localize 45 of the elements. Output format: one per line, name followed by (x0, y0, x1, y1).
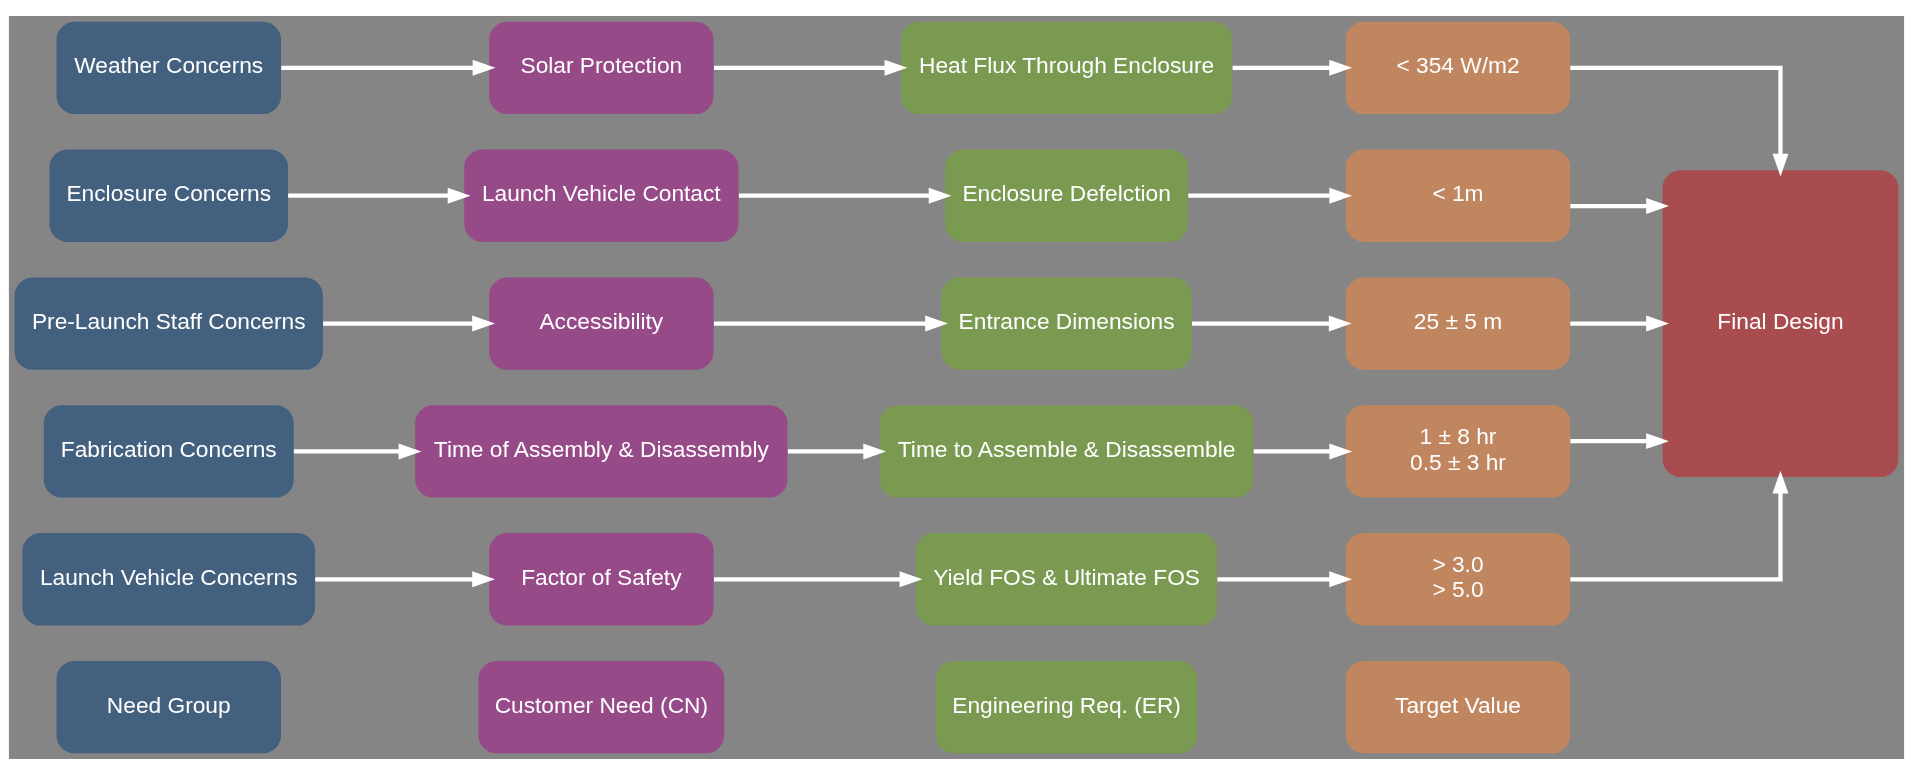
node-box: Pre-Launch Staff Concerns (14, 277, 323, 370)
node-box: Heat Flux Through Enclosure (901, 21, 1233, 114)
node-box: 25 ± 5 m (1345, 277, 1571, 370)
arrow (1570, 198, 1669, 214)
node-box: Solar Protection (489, 21, 714, 114)
arrow (713, 571, 923, 588)
arrow (1570, 65, 1789, 177)
node-box: Enclosure Concerns (49, 149, 289, 242)
arrow (1253, 443, 1353, 460)
arrow (1192, 315, 1352, 332)
node-box: Target Value (1345, 661, 1571, 754)
arrow (293, 443, 422, 460)
node-box: Final Design (1662, 170, 1899, 477)
arrow (1217, 571, 1353, 588)
node-box: Fabrication Concerns (43, 405, 294, 498)
node-box: 1 ± 8 hr 0.5 ± 3 hr (1345, 405, 1571, 498)
node-box: Engineering Req. (ER) (935, 661, 1198, 754)
arrow (281, 59, 496, 76)
node-box: Factor of Safety (489, 533, 714, 626)
node-box: Accessibility (489, 277, 714, 370)
arrow (1232, 59, 1353, 76)
node-box: Launch Vehicle Contact (464, 149, 739, 242)
node-box: Enclosure Defelction (945, 149, 1189, 242)
arrow (787, 443, 887, 460)
arrow (739, 187, 952, 204)
node-box: Customer Need (CN) (478, 661, 725, 754)
arrow (713, 59, 908, 76)
arrow (315, 571, 495, 588)
arrow (713, 315, 948, 332)
node-box: Yield FOS & Ultimate FOS (916, 533, 1218, 626)
node-box: Entrance Dimensions (941, 277, 1192, 370)
arrow (1570, 470, 1789, 582)
node-box: Launch Vehicle Concerns (22, 533, 316, 626)
node-box: Time to Assemble & Disassemble (879, 405, 1254, 498)
node-box: < 1m (1345, 149, 1571, 242)
node-box: Weather Concerns (56, 21, 281, 114)
arrow (1188, 187, 1353, 204)
arrow (288, 187, 471, 204)
arrow (1570, 315, 1669, 332)
node-box: Time of Assembly & Disassembly (415, 405, 788, 498)
node-box: Need Group (56, 661, 281, 754)
arrow (323, 315, 495, 332)
node-box: > 3.0 > 5.0 (1345, 533, 1571, 626)
arrow (1570, 433, 1669, 450)
node-box: < 354 W/m2 (1345, 21, 1571, 114)
